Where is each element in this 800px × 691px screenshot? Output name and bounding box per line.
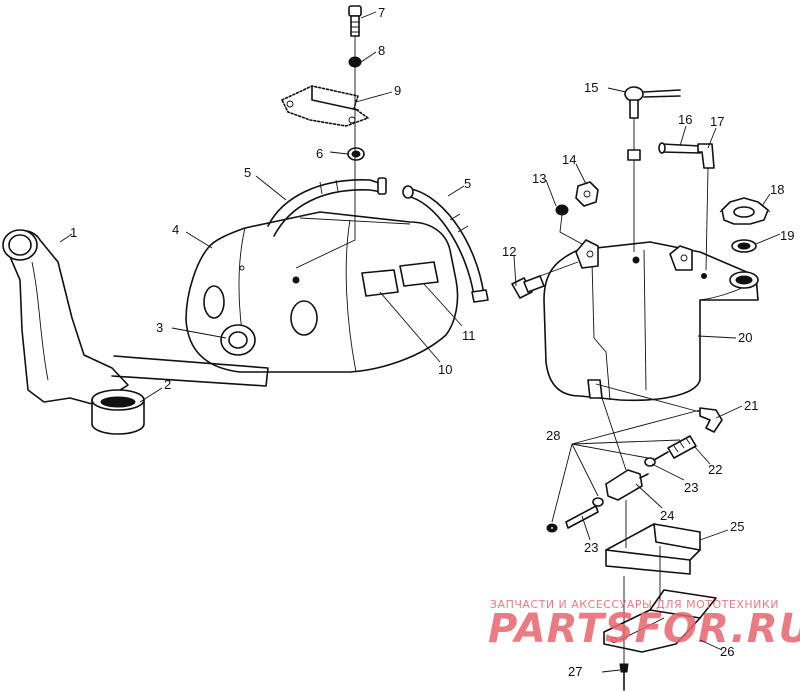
callout-27: 27 <box>568 664 582 679</box>
callout-4: 4 <box>172 222 179 237</box>
callout-2: 2 <box>164 377 171 392</box>
part-9-bracket <box>281 85 369 127</box>
callout-10: 10 <box>438 362 452 377</box>
part-12-bolt <box>511 261 579 299</box>
callout-28: 28 <box>546 428 560 443</box>
part-3-grommet <box>220 324 256 356</box>
part-18-filler-cap <box>719 197 771 225</box>
part-25-bracket <box>605 523 701 575</box>
part-14-nut <box>575 181 599 207</box>
callout-26: 26 <box>720 644 734 659</box>
part-22-fitting <box>667 435 697 459</box>
callout-20: 20 <box>738 330 752 345</box>
callout-9: 9 <box>394 83 401 98</box>
callout-21: 21 <box>744 398 758 413</box>
part-1-intake-tube <box>2 229 129 406</box>
axis-line-bolt <box>295 36 356 269</box>
part-19-gasket <box>731 239 757 253</box>
callout-12: 12 <box>502 244 516 259</box>
callout-5-right: 5 <box>464 176 471 191</box>
part-16-hose <box>658 142 701 154</box>
callout-17: 17 <box>710 114 724 129</box>
callout-1: 1 <box>70 225 77 240</box>
assembly-guide-lines <box>595 383 701 664</box>
callout-8: 8 <box>378 43 385 58</box>
callout-16: 16 <box>678 112 692 127</box>
part-7-bolt <box>348 5 362 37</box>
callout-labels: 1 2 3 4 5 5 6 7 8 9 10 11 12 13 14 15 16… <box>70 5 794 679</box>
callout-14: 14 <box>562 152 576 167</box>
part-15-level-sensor <box>624 86 681 252</box>
part-27-screw <box>619 663 629 691</box>
callout-11: 11 <box>462 328 476 343</box>
leader-lines <box>59 11 781 673</box>
callout-5-left: 5 <box>244 165 251 180</box>
part-13-washer <box>555 204 583 245</box>
part-21-elbow-fitting <box>699 407 723 433</box>
part-23-hose-upper <box>644 451 669 467</box>
callout-25: 25 <box>730 519 744 534</box>
part-2-grommet <box>91 389 145 435</box>
part-5-hose-left <box>267 177 387 237</box>
watermark-tagline: ЗАПЧАСТИ И АКСЕССУАРЫ ДЛЯ МОТОТЕХНИКИ <box>490 598 779 611</box>
callout-23-upper: 23 <box>684 480 698 495</box>
callout-24: 24 <box>660 508 674 523</box>
airbox-base-outline <box>111 355 269 387</box>
part-24-filter <box>605 469 649 501</box>
part-28-clamps <box>546 523 558 533</box>
callout-13: 13 <box>532 171 546 186</box>
part-5-hose-right <box>402 185 489 303</box>
watermark-logo: PARTSFOR.RU <box>488 606 800 652</box>
part-26-mounting-plate <box>603 589 717 653</box>
callout-6: 6 <box>316 146 323 161</box>
callout-23-lower: 23 <box>584 540 598 555</box>
callout-19: 19 <box>780 228 794 243</box>
callout-22: 22 <box>708 462 722 477</box>
callout-7: 7 <box>378 5 385 20</box>
callout-3: 3 <box>156 320 163 335</box>
callout-15: 15 <box>584 80 598 95</box>
part-20-oil-tank <box>543 239 759 402</box>
part-6-grommet <box>347 147 365 161</box>
callout-18: 18 <box>770 182 784 197</box>
part-17-elbow-fitting <box>697 143 715 271</box>
watermark: ЗАПЧАСТИ И АКСЕССУАРЫ ДЛЯ МОТОТЕХНИКИ PA… <box>488 598 800 652</box>
